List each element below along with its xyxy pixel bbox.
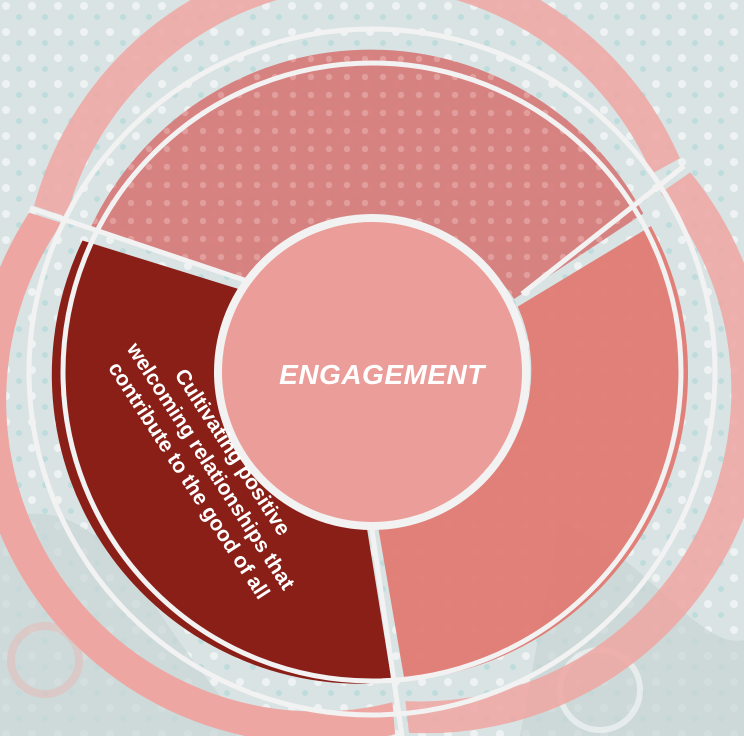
center-label: ENGAGEMENT (279, 359, 487, 390)
center-hub: ENGAGEMENT (214, 214, 530, 530)
outer-ring-segment-right (405, 172, 744, 734)
segment-dividers (26, 26, 718, 736)
